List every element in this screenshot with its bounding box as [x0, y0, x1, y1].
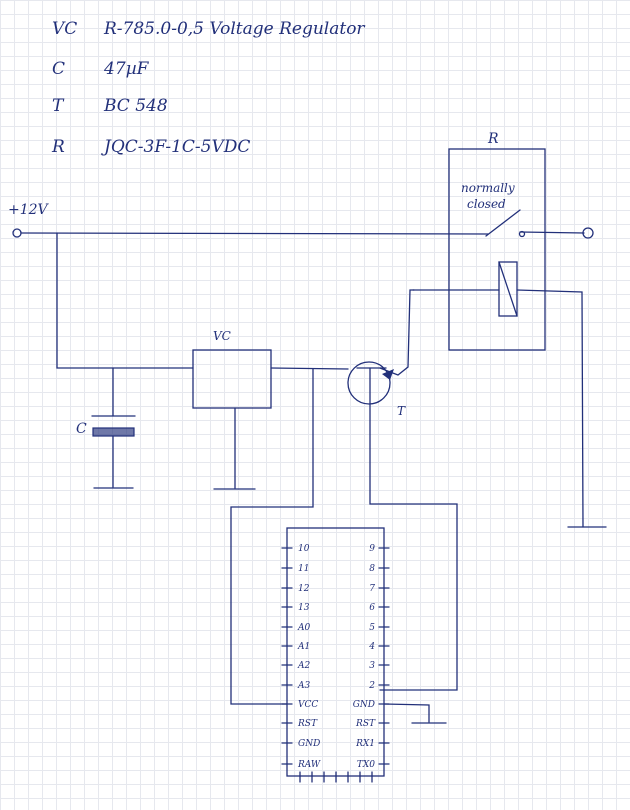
mcu-pin-right-2: 7 — [369, 584, 375, 594]
legend-symbol-3: R — [51, 137, 65, 157]
mcu-pin-right-9: RST — [355, 719, 376, 729]
contact-label-line1: normally — [461, 181, 515, 195]
voltage-regulator: VC — [192, 329, 349, 490]
mcu-pin-right-7: 2 — [368, 681, 375, 691]
relay-coil-diagonal — [498, 261, 518, 317]
legend-symbol-1: C — [52, 59, 65, 79]
mcu-bottom-pin-ticks — [299, 771, 373, 783]
mcu-pin-right-10: RX1 — [355, 739, 375, 749]
mcu-pin-left-7: A3 — [297, 681, 310, 691]
legend-symbol-2: T — [52, 96, 65, 116]
mcu-pin-right-1: 8 — [369, 564, 375, 574]
mcu-pin-left-6: A2 — [297, 661, 310, 671]
relay: R normally closed — [412, 131, 607, 528]
legend-desc-3: JQC-3F-1C-5VDC — [101, 137, 250, 157]
mcu-pin-right-3: 6 — [369, 603, 375, 613]
mcu-pin-right-8: GND — [353, 700, 375, 710]
component-legend: VC R-785.0-0,5 Voltage Regulator C 47µF … — [51, 19, 365, 157]
mcu-pin-left-3: 13 — [298, 603, 310, 613]
transistor-label: T — [397, 404, 406, 418]
mcu-pin-left-9: RST — [297, 719, 318, 729]
transistor-base-lead — [369, 367, 458, 691]
relay-label: R — [487, 131, 499, 147]
capacitor: C — [76, 367, 136, 489]
supply-terminal — [12, 228, 22, 238]
mcu-pin-left-5: A1 — [297, 642, 310, 652]
mcu-pin-left-11: RAW — [297, 760, 321, 770]
mcu-pin-left-10: GND — [298, 739, 320, 749]
mcu-pin-right-4: 5 — [369, 623, 375, 633]
regulator-output-wire — [270, 367, 349, 370]
mcu-pin-left-2: 12 — [298, 584, 310, 594]
microcontroller: 10 11 12 13 A0 A1 A2 A3 VCC RST GND RAW … — [281, 527, 447, 783]
mcu-pin-left-4: A0 — [297, 623, 310, 633]
capacitor-plate-bottom — [92, 427, 135, 437]
mcu-pin-right-6: 3 — [369, 661, 375, 671]
legend-desc-0: R-785.0-0,5 Voltage Regulator — [103, 19, 365, 39]
mcu-gnd-wire — [383, 703, 430, 723]
transistor-collector-leg — [379, 289, 415, 376]
supply-label: +12V — [8, 202, 50, 218]
mcu-pin-right-0: 9 — [369, 544, 375, 554]
mcu-pin-right-11: TX0 — [357, 760, 375, 770]
vcc-supply-wire — [230, 368, 314, 705]
output-terminal — [582, 227, 594, 239]
transistor-emitter-arrow — [382, 369, 394, 380]
rail-drop-wire — [56, 232, 194, 369]
transistor: T — [347, 289, 458, 691]
legend-desc-2: BC 548 — [103, 96, 168, 116]
contact-label-line2: closed — [467, 197, 506, 211]
transistor-body — [347, 361, 391, 405]
relay-box — [448, 148, 546, 351]
mcu-left-pin-ticks — [281, 547, 293, 765]
mcu-pin-right-5: 4 — [368, 642, 375, 652]
regulator-box — [192, 349, 272, 409]
regulator-label: VC — [213, 329, 231, 343]
relay-coil-wire-right — [516, 289, 584, 528]
relay-switch-blade — [485, 209, 521, 237]
legend-desc-1: 47µF — [103, 59, 150, 79]
mcu-pin-left-0: 10 — [298, 544, 310, 554]
mcu-pin-left-1: 11 — [298, 564, 309, 574]
relay-switch-contact — [518, 230, 526, 238]
mcu-pin-left-8: VCC — [298, 700, 318, 710]
legend-symbol-0: VC — [52, 19, 77, 39]
supply-rail-wire — [20, 231, 585, 235]
relay-coil — [498, 261, 518, 317]
capacitor-label: C — [76, 421, 87, 437]
